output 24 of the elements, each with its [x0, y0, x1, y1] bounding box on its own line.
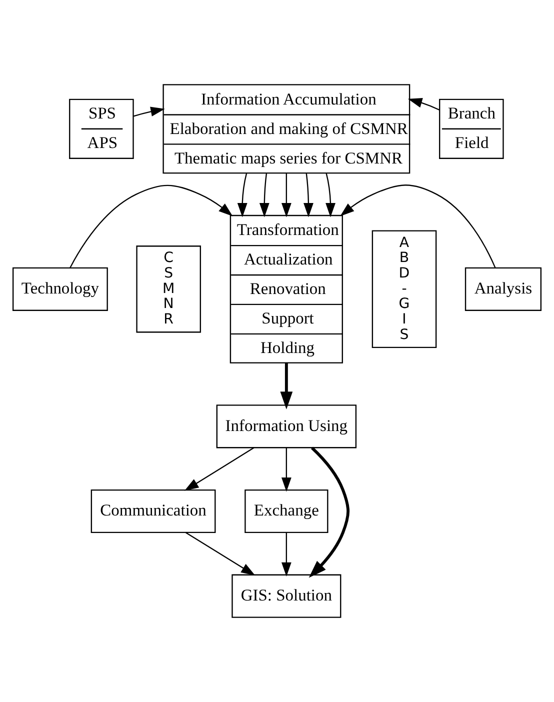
- arrow: [281, 173, 292, 218]
- node-box: GIS: Solution: [232, 574, 342, 618]
- arrow: [70, 184, 233, 268]
- node-box: SPS APS: [69, 98, 134, 159]
- node-box: Communication: [90, 489, 216, 534]
- arrow: [308, 446, 350, 578]
- arrow: [281, 448, 292, 492]
- arrow: [304, 173, 314, 218]
- node-box: CSMNR: [136, 246, 201, 333]
- node-box: Information Using: [216, 404, 357, 448]
- arrow: [326, 173, 336, 218]
- arrow: [280, 362, 293, 410]
- node-box: Exchange: [244, 489, 328, 534]
- arrow: [259, 173, 270, 218]
- arrow: [133, 106, 165, 117]
- node-box: Analysis: [464, 267, 542, 311]
- arrow: [340, 184, 496, 268]
- node-box: ABD-GIS: [372, 230, 437, 348]
- arrow: [184, 447, 254, 491]
- arrow: [186, 532, 256, 576]
- arrow: [408, 98, 440, 111]
- node-box: Technology: [12, 267, 108, 311]
- arrow: [281, 532, 292, 577]
- arrow: [237, 173, 248, 218]
